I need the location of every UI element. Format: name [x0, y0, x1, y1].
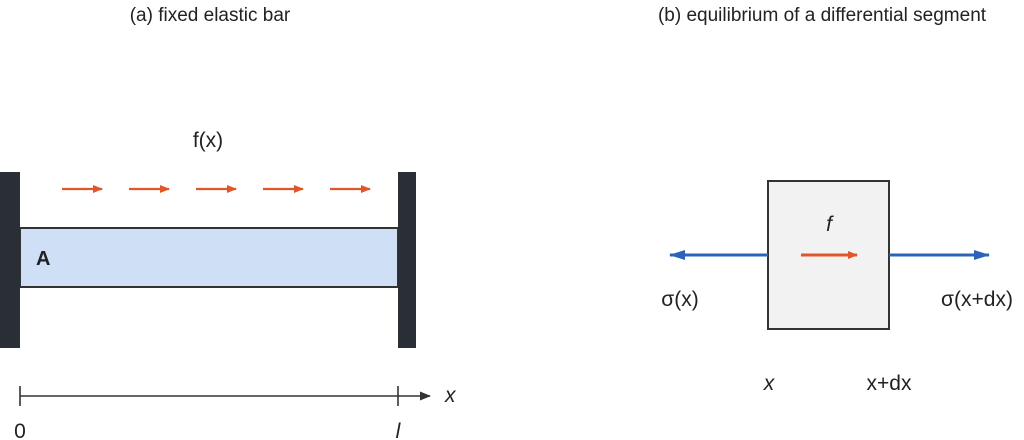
- axis-variable-label: x: [444, 384, 457, 407]
- stress-left-label: σ(x): [661, 288, 698, 311]
- load-label: f(x): [193, 129, 223, 152]
- position-left-label: x: [763, 372, 776, 395]
- position-right-label: x+dx: [867, 372, 912, 395]
- left-support: [0, 172, 20, 348]
- right-support: [398, 172, 416, 348]
- stress-right-label: σ(x+dx): [941, 288, 1013, 311]
- area-label: A: [36, 248, 50, 270]
- panel-b: (b) equilibrium of a differential segmen…: [658, 5, 1013, 395]
- panel-b-title: (b) equilibrium of a differential segmen…: [658, 5, 987, 26]
- body-force-label: f: [826, 213, 834, 236]
- tick-label-start: 0: [14, 420, 26, 440]
- panel-a: (a) fixed elastic bar f(x) A x 0 l: [0, 5, 457, 440]
- elastic-bar: [19, 227, 399, 288]
- tick-label-end: l: [396, 420, 402, 440]
- panel-a-title: (a) fixed elastic bar: [130, 5, 291, 26]
